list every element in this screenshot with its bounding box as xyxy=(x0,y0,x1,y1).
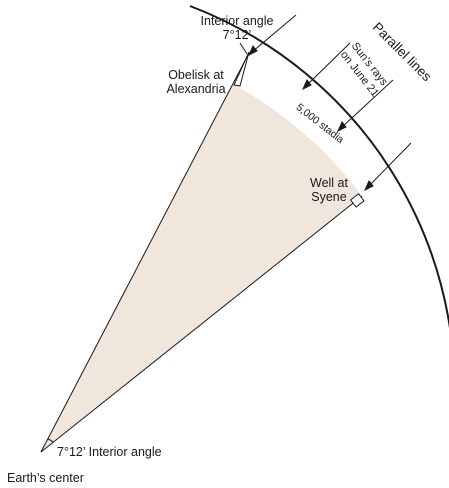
interior-angle-pointer xyxy=(239,42,248,55)
sun-ray-middle-1 xyxy=(306,42,351,86)
obelisk-label-line1: Obelisk at xyxy=(168,68,224,82)
sun-ray-middle-2 xyxy=(341,79,394,128)
obelisk xyxy=(233,51,250,87)
sun-ray-middle-2-arrowhead xyxy=(336,121,347,133)
sun-ray-well xyxy=(368,142,412,187)
radius-to-syene xyxy=(40,195,363,453)
well-label-line1: Well at xyxy=(310,176,349,190)
earth-center-label: Earth’s center xyxy=(7,471,84,485)
well-label-line2: Syene xyxy=(311,190,346,204)
obelisk-label-line2: Alexandria xyxy=(166,82,225,96)
sun-ray-middle-1-arrowhead xyxy=(301,79,312,91)
sun-rays xyxy=(247,14,412,192)
center-angle-arc xyxy=(47,438,54,443)
radius-to-alexandria xyxy=(40,52,250,453)
center-angle-label: 7°12’ Interior angle xyxy=(57,445,162,459)
sun-ray-obelisk xyxy=(251,14,297,53)
interior-angle-top-value: 7°12’ xyxy=(223,28,252,42)
earth-sector xyxy=(41,84,362,452)
interior-angle-top-label: Interior angle xyxy=(201,14,274,28)
sun-ray-well-arrowhead xyxy=(363,180,374,192)
sun-ray-obelisk-arrowhead xyxy=(247,45,258,57)
well-marker xyxy=(349,193,365,208)
